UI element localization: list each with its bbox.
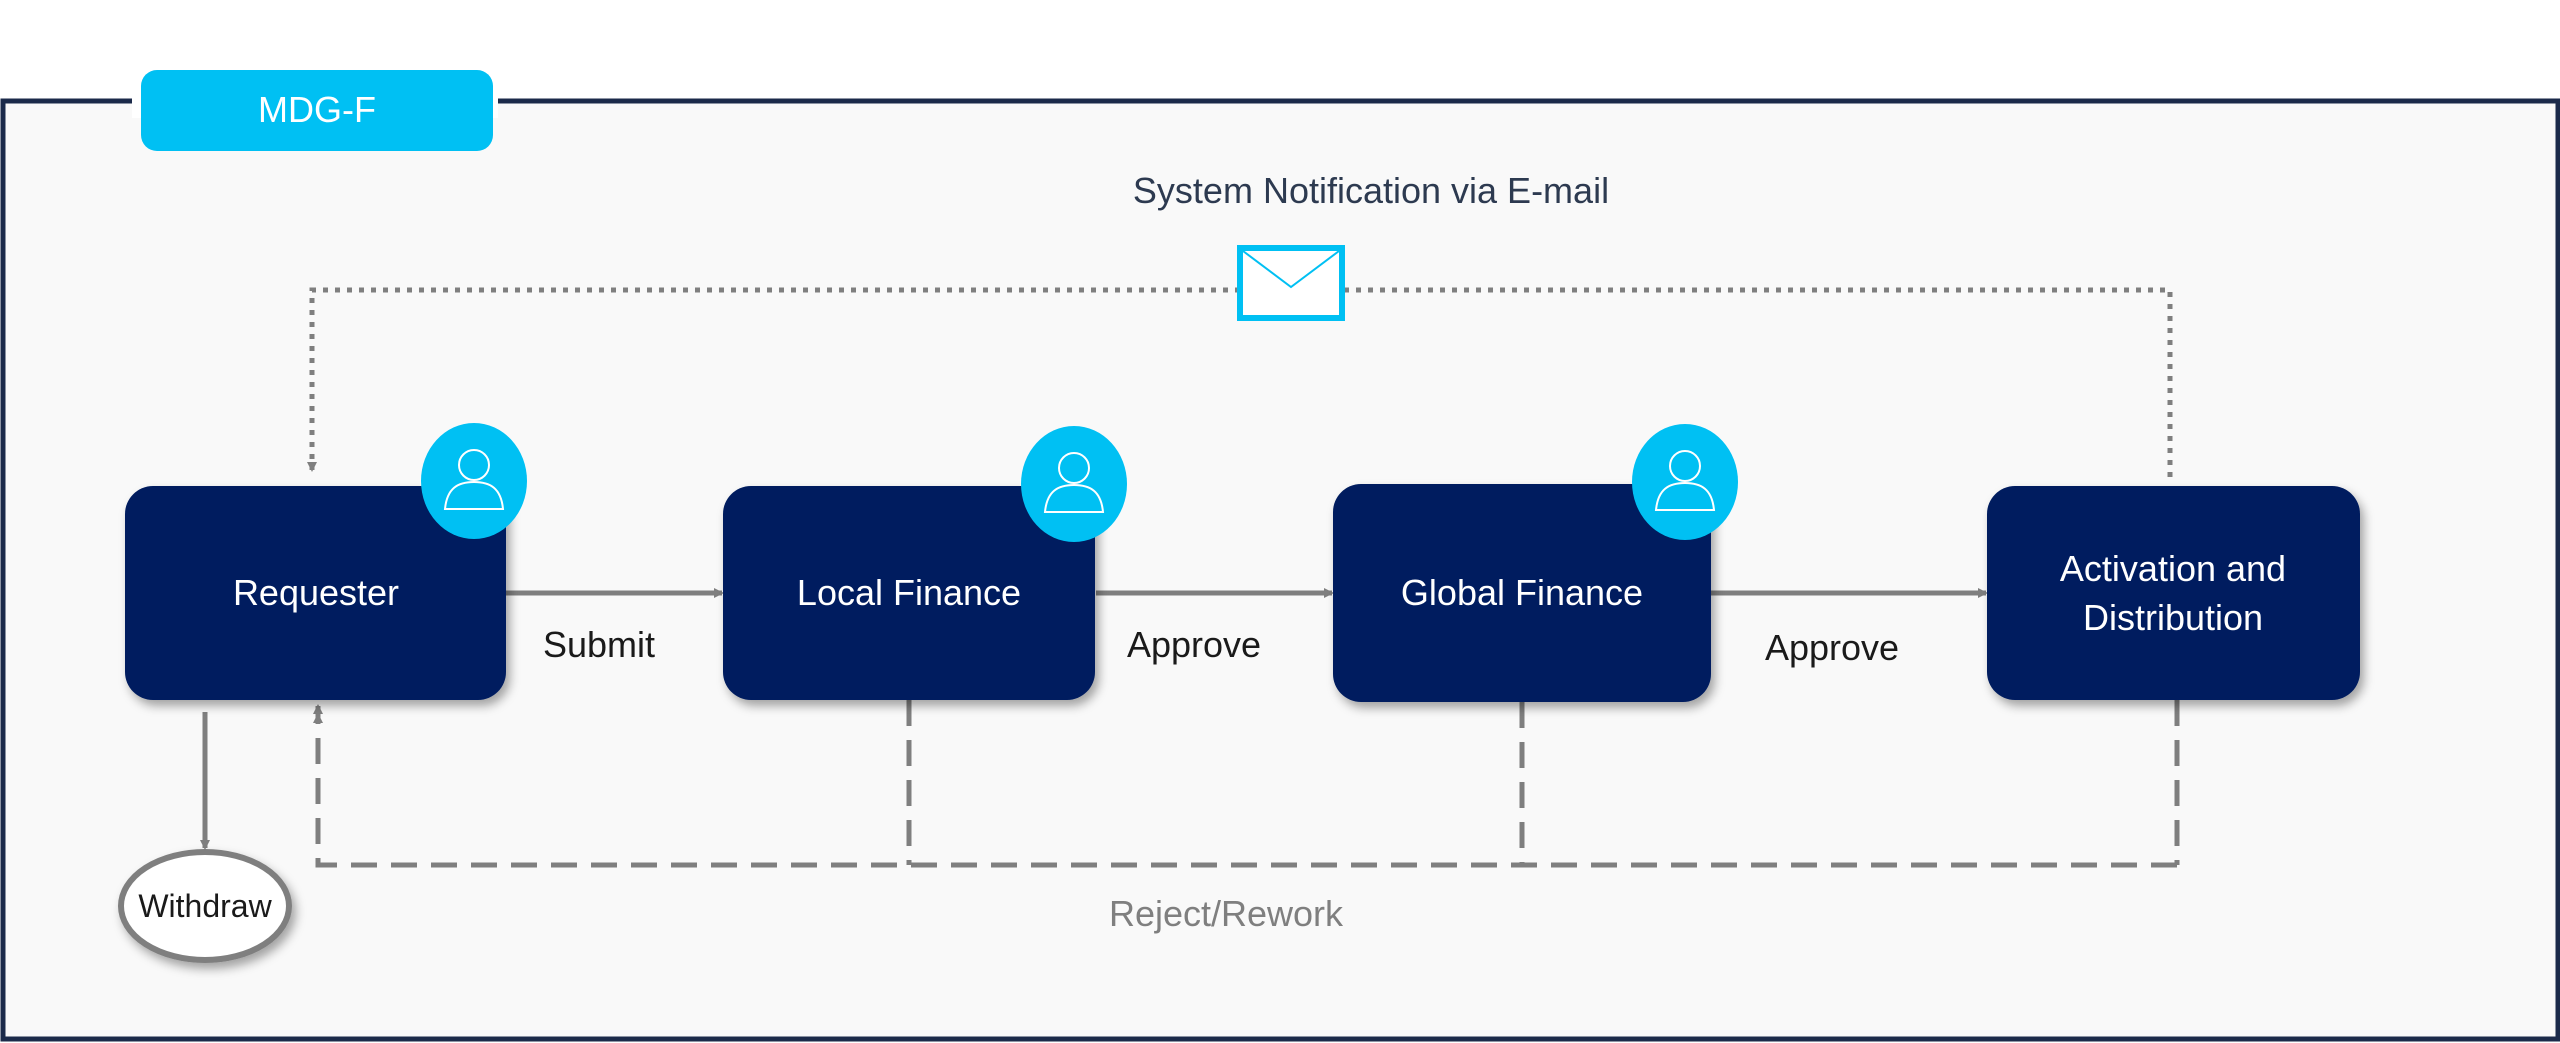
frame-tag [141, 70, 493, 151]
user-icon [1632, 424, 1738, 540]
node-activation-label-line2: Distribution [2083, 597, 2263, 638]
submit-label: Submit [543, 624, 655, 665]
notification-label: System Notification via E-mail [1133, 170, 1609, 211]
node-activation-distribution: Activation and Distribution [1987, 486, 2360, 700]
node-global-finance-label: Global Finance [1401, 572, 1643, 613]
notification-connector [307, 287, 1240, 472]
node-requester: Requester [125, 486, 506, 700]
user-icon [1021, 426, 1127, 542]
node-withdraw-label: Withdraw [138, 888, 272, 924]
reject-label: Reject/Rework [1109, 893, 1344, 934]
node-activation-label-line1: Activation and [2060, 548, 2286, 589]
envelope-icon [1237, 245, 1345, 321]
reject-connector [313, 700, 2180, 868]
node-withdraw: Withdraw [118, 849, 292, 963]
node-requester-label: Requester [233, 572, 399, 613]
node-local-finance-label: Local Finance [797, 572, 1021, 613]
approve-label-2: Approve [1765, 627, 1899, 668]
frame-tag-label: MDG-F [258, 89, 376, 130]
node-local-finance: Local Finance [723, 486, 1095, 700]
node-global-finance: Global Finance [1333, 484, 1711, 702]
user-icon [421, 423, 527, 539]
approve-label-1: Approve [1127, 624, 1261, 665]
